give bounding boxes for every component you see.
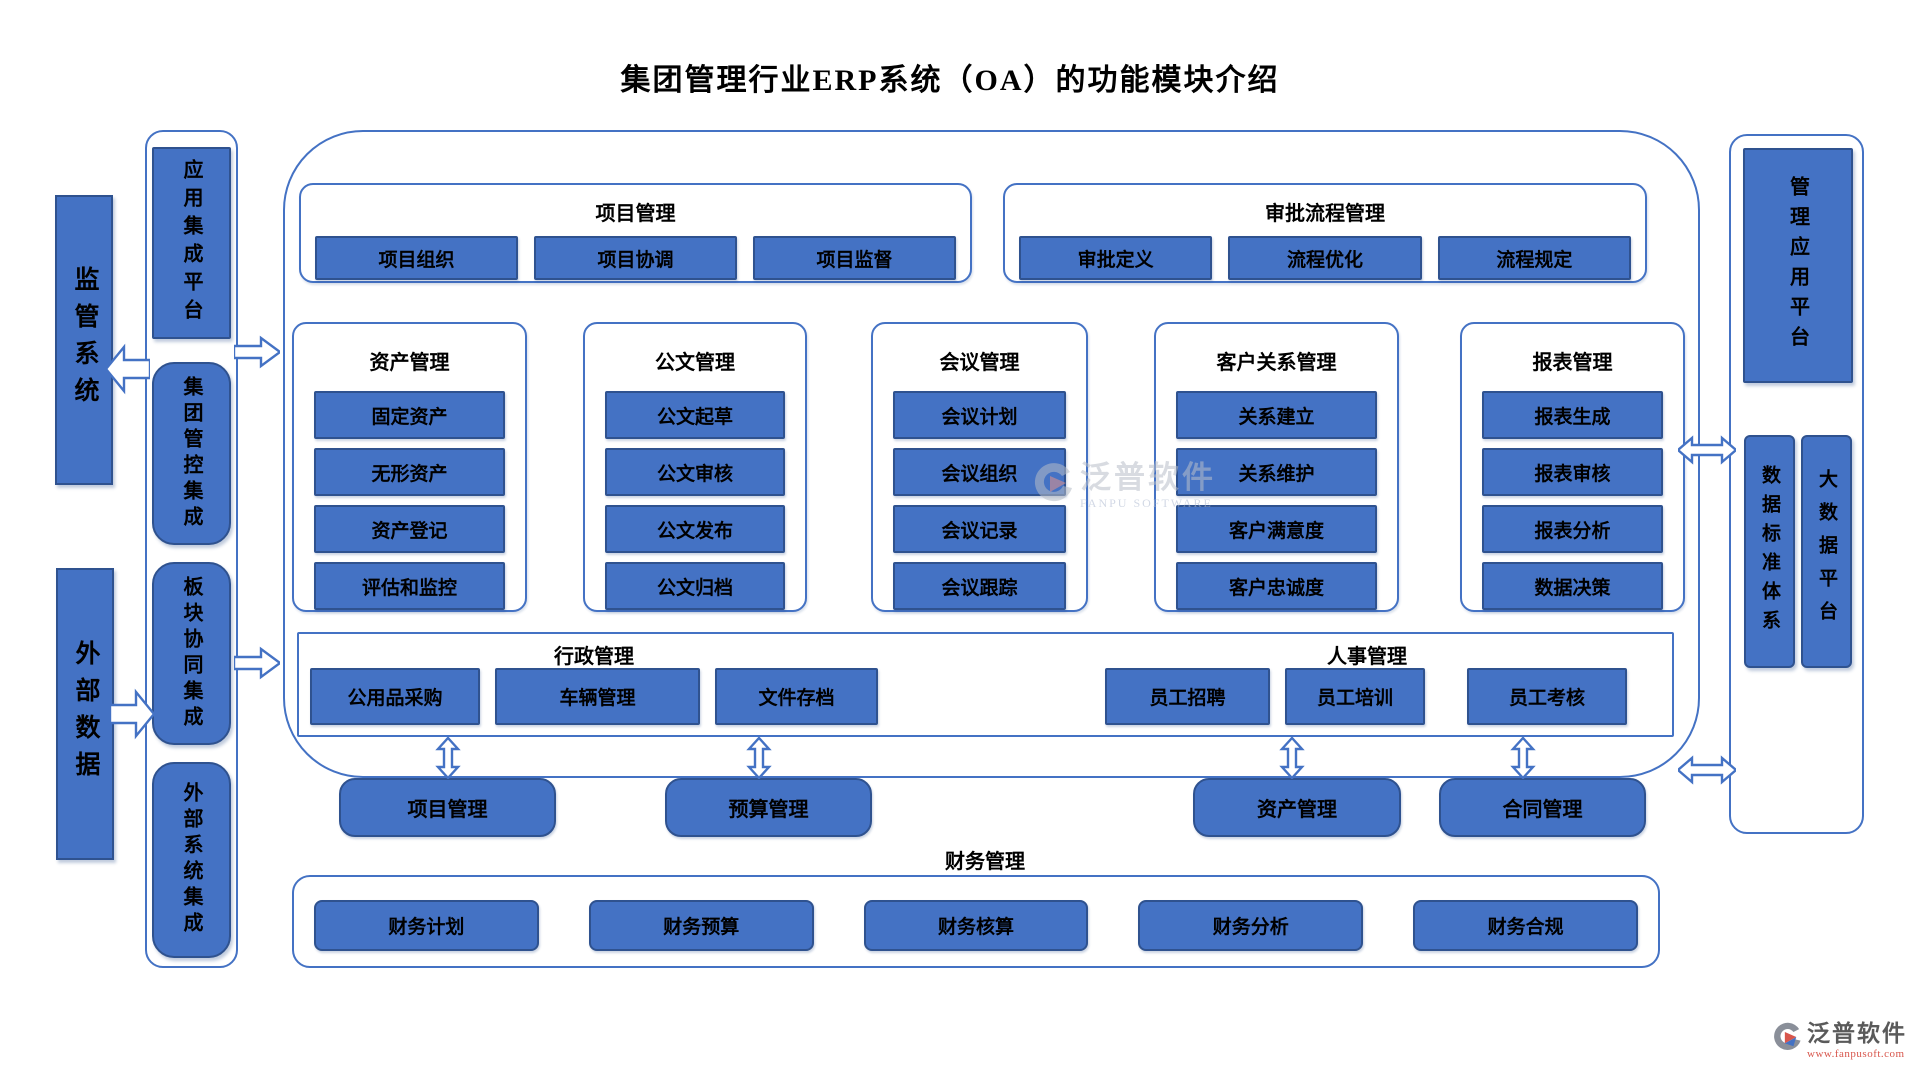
group-title: 公文管理: [655, 352, 735, 374]
linked-module-box: 预算管理: [665, 778, 872, 837]
fanpu-logo-icon: [1774, 1022, 1801, 1050]
module-button: 员工招聘: [1105, 668, 1270, 725]
integration-item-label: 集团管控集成: [180, 375, 202, 532]
module-button: 关系建立: [1176, 391, 1377, 439]
module-button: 会议记录: [893, 505, 1066, 553]
arrow-both-horizontal-icon: [1678, 755, 1736, 785]
module-button: 员工培训: [1285, 668, 1425, 725]
module-button: 资产登记: [314, 505, 505, 553]
module-button: 财务计划: [314, 900, 539, 951]
group-title: 项目管理: [595, 203, 676, 225]
module-button: 客户忠诚度: [1176, 562, 1377, 610]
module-button: 关系维护: [1176, 448, 1377, 496]
integration-item-external-sys: 外部系统集成: [152, 762, 231, 958]
footer-logo: 泛普软件 www.fanpusoft.com: [1772, 1022, 1907, 1060]
arrow-both-vertical-icon: [1510, 737, 1536, 779]
module-button: 财务预算: [588, 900, 814, 951]
module-button: 项目监督: [753, 236, 956, 280]
linked-module-box: 合同管理: [1439, 778, 1646, 837]
data-standard-box: 数据标准体系: [1744, 435, 1795, 668]
footer-url: www.fanpusoft.com: [1807, 1048, 1905, 1060]
group-title: 报表管理: [1532, 352, 1613, 374]
linked-module-box: 项目管理: [339, 778, 556, 837]
module-button: 会议跟踪: [893, 562, 1066, 610]
integration-item-sector-collab: 板块协同集成: [152, 562, 231, 745]
arrow-both-vertical-icon: [746, 737, 772, 779]
module-button: 项目协调: [534, 236, 737, 280]
integration-item-app-platform: 应用集成平台: [152, 147, 231, 339]
finance-title: 财务管理: [945, 851, 1025, 873]
module-button: 员工考核: [1467, 668, 1627, 725]
band-title-admin: 行政管理: [554, 646, 634, 668]
module-button: 财务分析: [1138, 900, 1364, 951]
module-button: 会议组织: [893, 448, 1066, 496]
supervision-system-box: 监管系统: [55, 195, 113, 485]
group-meeting-management: 会议管理 会议计划 会议组织 会议记录 会议跟踪: [871, 322, 1088, 612]
module-button: 财务合规: [1413, 900, 1638, 951]
external-data-box: 外部数据: [56, 568, 114, 860]
arrow-right-icon: [110, 688, 154, 740]
module-button: 固定资产: [314, 391, 505, 439]
big-data-platform-label: 大数据平台: [1816, 469, 1837, 634]
module-button: 公文审核: [605, 448, 785, 496]
arrow-both-vertical-icon: [435, 737, 461, 779]
module-button: 无形资产: [314, 448, 505, 496]
group-title: 资产管理: [369, 352, 450, 374]
module-button: 评估和监控: [314, 562, 505, 610]
management-app-platform-label: 管理应用平台: [1786, 175, 1809, 356]
module-button: 车辆管理: [495, 668, 700, 725]
data-standard-label: 数据标准体系: [1759, 464, 1780, 639]
module-button: 数据决策: [1482, 562, 1663, 610]
module-button: 财务核算: [863, 900, 1089, 951]
management-app-platform-box: 管理应用平台: [1743, 148, 1853, 383]
module-button: 审批定义: [1019, 236, 1213, 280]
group-document-management: 公文管理 公文起草 公文审核 公文发布 公文归档: [583, 322, 807, 612]
module-button: 报表分析: [1482, 505, 1663, 553]
arrow-left-icon: [106, 343, 150, 395]
arrow-right-icon: [234, 335, 280, 369]
band-title-hr: 人事管理: [1327, 646, 1407, 668]
supervision-system-label: 监管系统: [71, 266, 98, 414]
group-title: 会议管理: [939, 352, 1020, 374]
group-approval-flow: 审批流程管理 审批定义 流程优化 流程规定: [1003, 183, 1647, 283]
module-button: 客户满意度: [1176, 505, 1377, 553]
group-title: 审批流程管理: [1265, 203, 1385, 225]
big-data-platform-box: 大数据平台: [1801, 435, 1852, 668]
module-button: 公文发布: [605, 505, 785, 553]
integration-item-group-control: 集团管控集成: [152, 362, 231, 545]
module-button: 流程规定: [1437, 236, 1631, 280]
linked-module-box: 资产管理: [1193, 778, 1401, 837]
module-button: 项目组织: [315, 236, 518, 280]
finance-container: 财务计划 财务预算 财务核算 财务分析 财务合规: [292, 875, 1660, 968]
group-project-management: 项目管理 项目组织 项目协调 项目监督: [299, 183, 972, 283]
module-button: 会议计划: [893, 391, 1066, 439]
module-button: 文件存档: [715, 668, 878, 725]
external-data-label: 外部数据: [72, 640, 99, 788]
group-title: 客户关系管理: [1216, 352, 1337, 374]
page-title: 集团管理行业ERP系统（OA）的功能模块介绍: [620, 64, 1280, 97]
footer-brand: 泛普软件: [1807, 1021, 1907, 1046]
arrow-both-horizontal-icon: [1678, 435, 1736, 465]
module-button: 公文归档: [605, 562, 785, 610]
group-report-management: 报表管理 报表生成 报表审核 报表分析 数据决策: [1460, 322, 1685, 612]
arrow-both-vertical-icon: [1279, 737, 1305, 779]
integration-item-label: 应用集成平台: [180, 159, 202, 327]
module-button: 公文起草: [605, 391, 785, 439]
module-button: 公用品采购: [310, 668, 480, 725]
arrow-right-icon: [234, 646, 280, 680]
integration-item-label: 外部系统集成: [180, 782, 202, 938]
module-button: 报表生成: [1482, 391, 1663, 439]
integration-item-label: 板块协同集成: [180, 575, 202, 732]
module-button: 流程优化: [1228, 236, 1422, 280]
group-asset-management: 资产管理 固定资产 无形资产 资产登记 评估和监控: [292, 322, 527, 612]
module-button: 报表审核: [1482, 448, 1663, 496]
group-crm: 客户关系管理 关系建立 关系维护 客户满意度 客户忠诚度: [1154, 322, 1399, 612]
